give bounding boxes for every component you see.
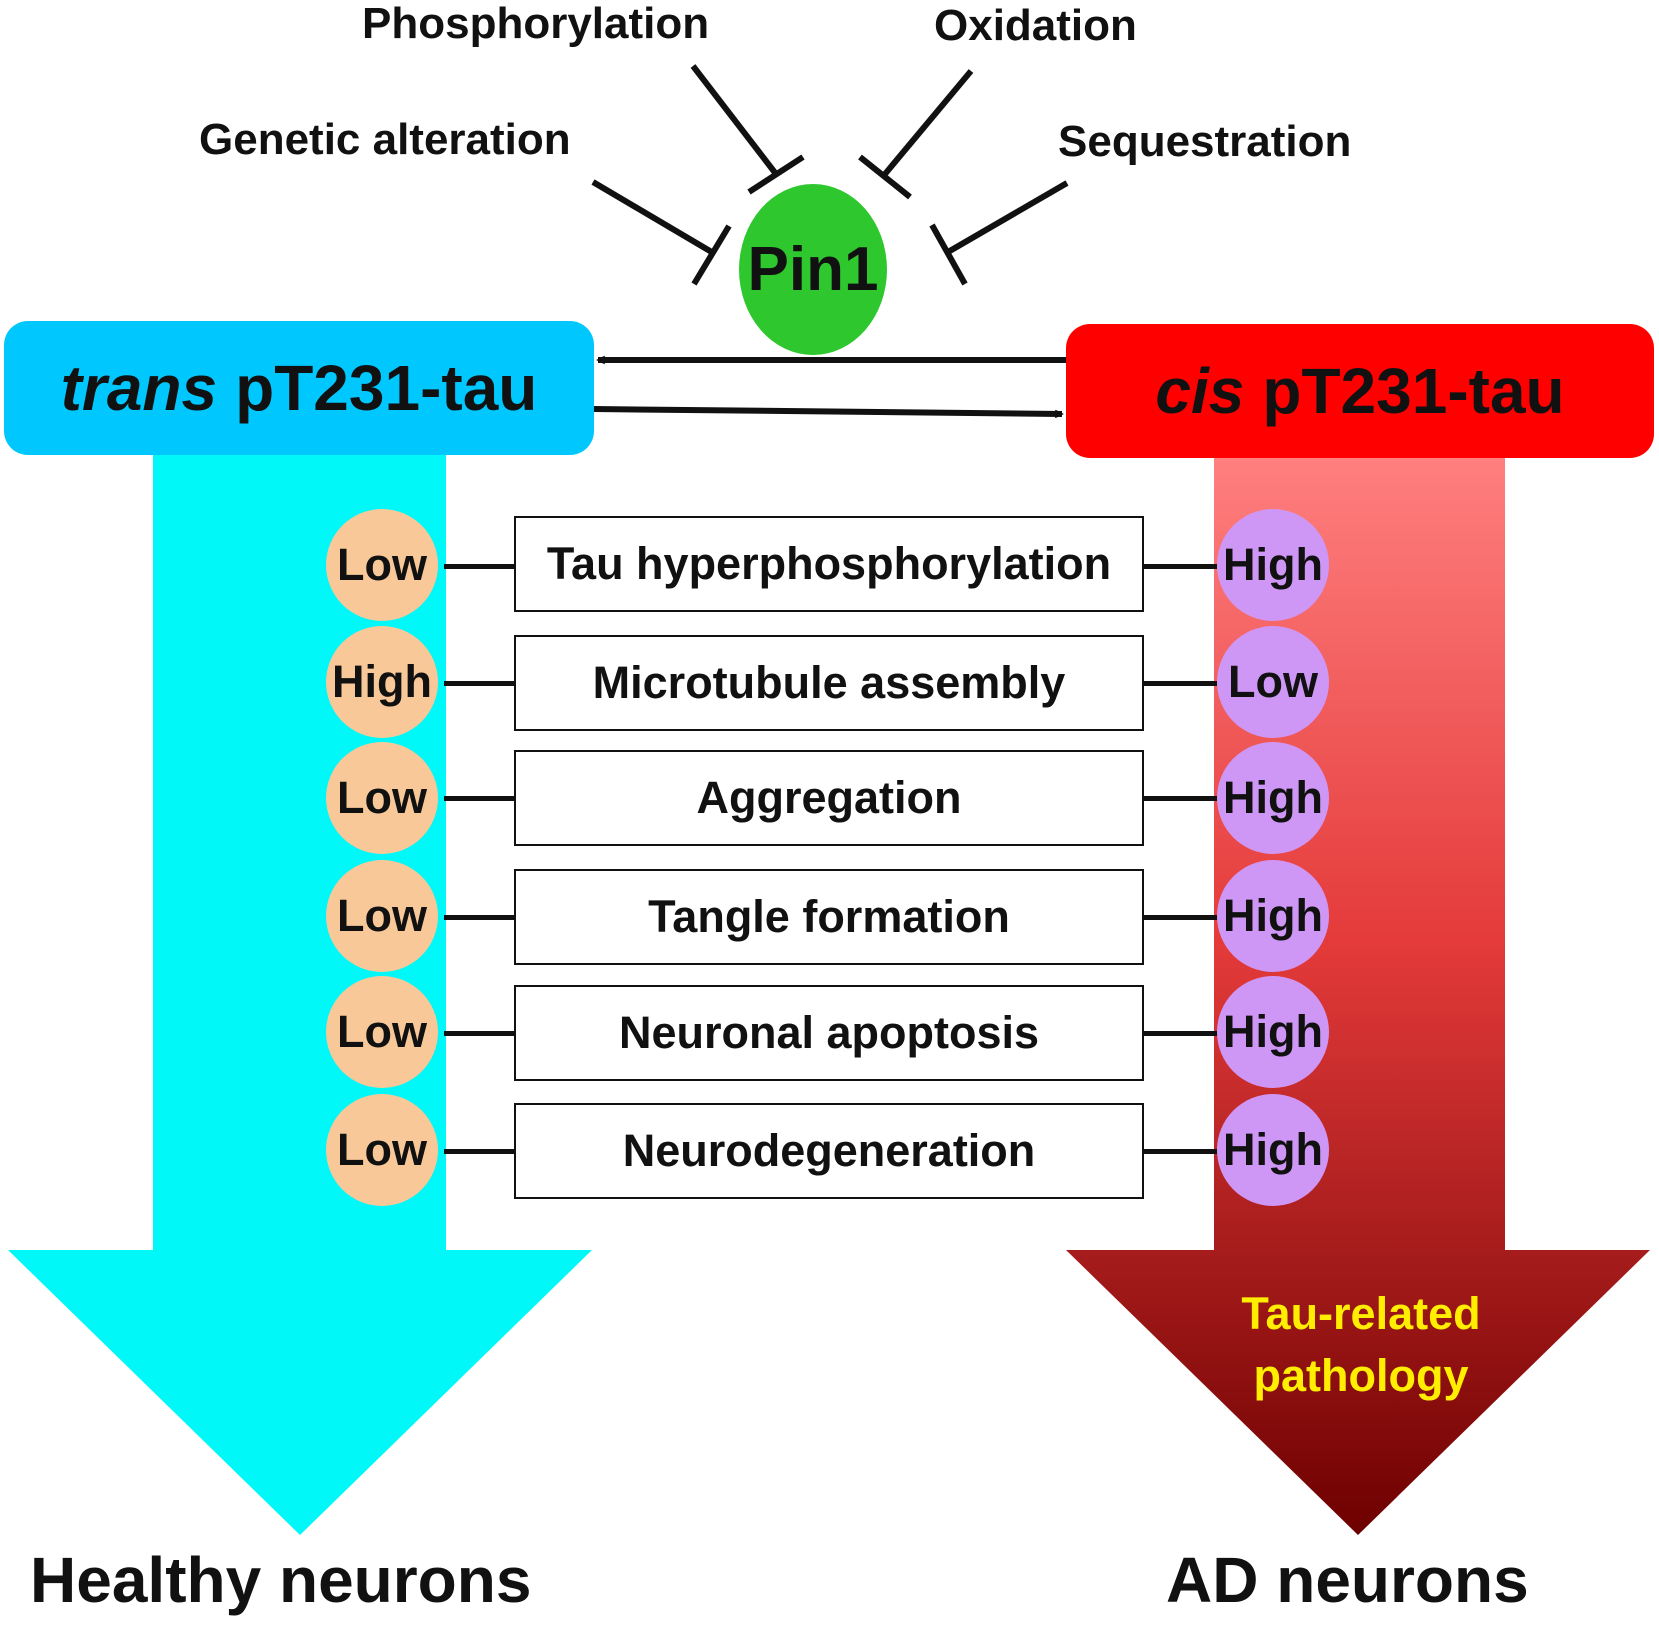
right-connector xyxy=(1144,681,1217,686)
right-connector xyxy=(1144,1149,1217,1154)
trans-level-badge: Low xyxy=(326,742,438,854)
cis-level-badge: High xyxy=(1217,1094,1329,1206)
regulator-genetic-alteration: Genetic alteration xyxy=(199,115,571,164)
pathology-line-1: Tau-related xyxy=(1241,1288,1481,1339)
process-box: Microtubule assembly xyxy=(514,635,1144,731)
trans-level-badge: Low xyxy=(326,509,438,621)
cis-level-badge: High xyxy=(1217,860,1329,972)
cis-label: pT231-tau xyxy=(1262,355,1565,427)
process-box: Tangle formation xyxy=(514,869,1144,965)
outcome-ad-neurons: AD neurons xyxy=(1166,1544,1529,1616)
trans-level-badge: Low xyxy=(326,860,438,972)
inhibition-lines xyxy=(591,64,1069,286)
right-connector xyxy=(1144,564,1217,569)
left-connector xyxy=(444,1149,514,1154)
trans-level-badge: Low xyxy=(326,976,438,1088)
cis-level-badge: Low xyxy=(1217,626,1329,738)
trans-prefix: trans xyxy=(60,352,218,424)
pin1-node: Pin1 xyxy=(739,184,887,355)
right-connector xyxy=(1144,1031,1217,1036)
trans-to-cis-arrow xyxy=(593,406,1062,414)
right-connector xyxy=(1144,915,1217,920)
pathology-label: Tau-related pathology xyxy=(1176,1283,1546,1407)
process-box: Neurodegeneration xyxy=(514,1103,1144,1199)
trans-state-box: trans pT231-tau xyxy=(4,321,594,455)
pin1-label: Pin1 xyxy=(747,235,879,304)
left-connector xyxy=(444,564,514,569)
process-box: Tau hyperphosphorylation xyxy=(514,516,1144,612)
trans-down-arrow xyxy=(8,453,592,1535)
cis-state-box: cis pT231-tau xyxy=(1066,324,1654,458)
process-box: Aggregation xyxy=(514,750,1144,846)
cis-level-badge: High xyxy=(1217,976,1329,1088)
cis-level-badge: High xyxy=(1217,742,1329,854)
trans-level-badge: Low xyxy=(326,1094,438,1206)
process-box: Neuronal apoptosis xyxy=(514,985,1144,1081)
left-connector xyxy=(444,681,514,686)
pathology-line-2: pathology xyxy=(1253,1350,1469,1401)
regulator-phosphorylation: Phosphorylation xyxy=(362,0,710,48)
trans-level-badge: High xyxy=(326,626,438,738)
regulator-oxidation: Oxidation xyxy=(934,1,1137,50)
cis-prefix: cis xyxy=(1155,355,1245,427)
regulator-sequestration: Sequestration xyxy=(1058,117,1352,166)
left-connector xyxy=(444,796,514,801)
left-connector xyxy=(444,915,514,920)
cis-down-arrow xyxy=(1066,458,1650,1535)
outcome-healthy-neurons: Healthy neurons xyxy=(30,1544,532,1616)
cis-level-badge: High xyxy=(1217,509,1329,621)
left-connector xyxy=(444,1031,514,1036)
right-connector xyxy=(1144,796,1217,801)
trans-label: pT231-tau xyxy=(235,352,538,424)
